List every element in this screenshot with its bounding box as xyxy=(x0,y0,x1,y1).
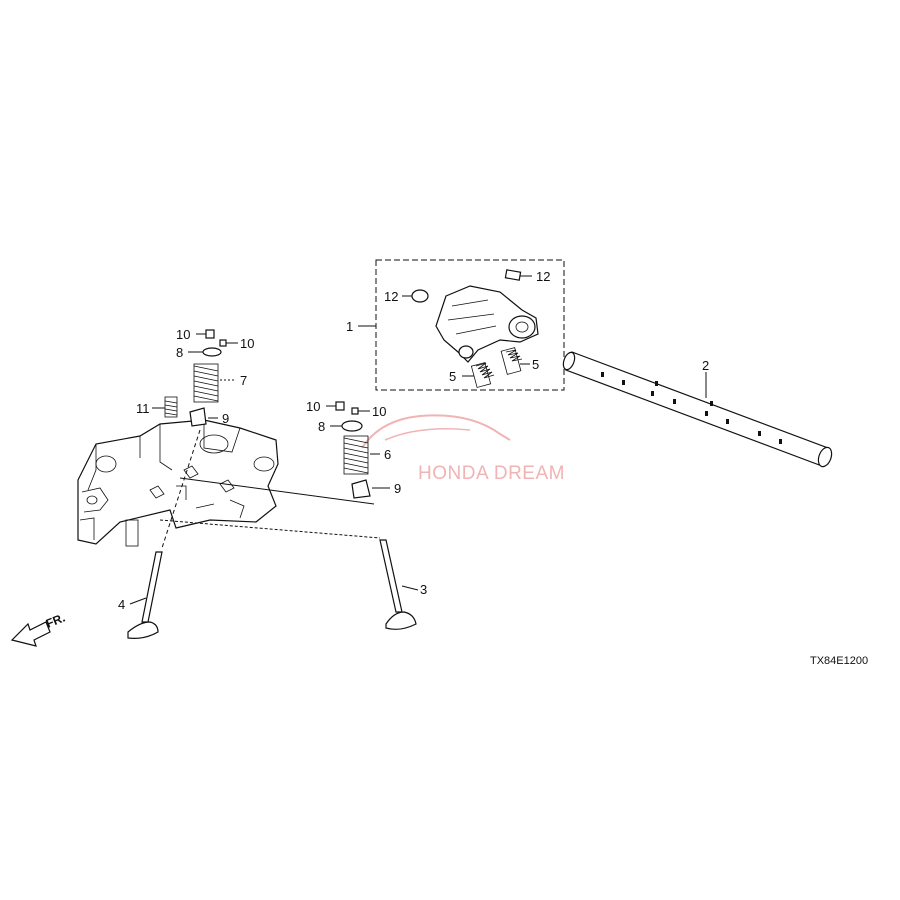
leader-head-to-intake xyxy=(179,477,375,505)
callout-9-mid: 9 xyxy=(394,481,401,496)
spring-5-right xyxy=(500,347,523,375)
front-direction-marker: FR. xyxy=(10,611,67,647)
callout-10-mid-a: 10 xyxy=(306,399,320,414)
callout-11: 11 xyxy=(136,401,150,416)
valve-stack-middle: 10 10 8 6 9 xyxy=(306,399,401,499)
callout-10-left-b: 10 xyxy=(240,336,254,351)
callout-5-right: 5 xyxy=(532,357,539,372)
rocker-arm-body xyxy=(435,285,539,363)
callout-7: 7 xyxy=(240,373,247,388)
watermark-car-roof xyxy=(384,428,471,441)
callout-5-left: 5 xyxy=(449,369,456,384)
valve-3: 3 xyxy=(379,539,427,630)
callout-12-left: 12 xyxy=(384,289,398,304)
front-label: FR. xyxy=(44,611,67,631)
rocker-shaft: 2 xyxy=(562,351,833,468)
front-arrow-icon xyxy=(10,621,51,647)
cylinder-head xyxy=(77,419,279,547)
callout-3: 3 xyxy=(420,582,427,597)
watermark-text: HONDA DREAM xyxy=(418,463,565,484)
watermark-car-outline xyxy=(361,414,511,449)
screw-12-right xyxy=(504,269,522,281)
rocker-arm-roller xyxy=(508,315,536,339)
callout-9-left: 9 xyxy=(222,411,229,426)
callout-10-left-a: 10 xyxy=(176,327,190,342)
spring-5-left xyxy=(470,362,495,388)
valve-4: 4 xyxy=(118,551,163,639)
callout-10-mid-b: 10 xyxy=(372,404,386,419)
callout-8-left: 8 xyxy=(176,345,183,360)
valve-stack-left: 10 10 8 7 9 11 xyxy=(136,327,254,549)
callout-4: 4 xyxy=(118,597,125,612)
diagram-code: TX84E1200 xyxy=(810,655,868,667)
callout-2: 2 xyxy=(702,358,709,373)
callout-12-right: 12 xyxy=(536,269,550,284)
callout-6: 6 xyxy=(384,447,391,462)
valve-spring-6 xyxy=(343,435,369,475)
rocker-arm-assembly-box: 1 12 12 5 5 xyxy=(346,259,565,391)
watermark: HONDA DREAM xyxy=(361,414,565,484)
part-11 xyxy=(164,396,178,418)
callout-8-mid: 8 xyxy=(318,419,325,434)
leader-head-to-valve-3 xyxy=(159,519,381,539)
valve-spring-7 xyxy=(193,363,219,403)
nut-12-left xyxy=(411,289,429,303)
callout-1: 1 xyxy=(346,319,353,334)
